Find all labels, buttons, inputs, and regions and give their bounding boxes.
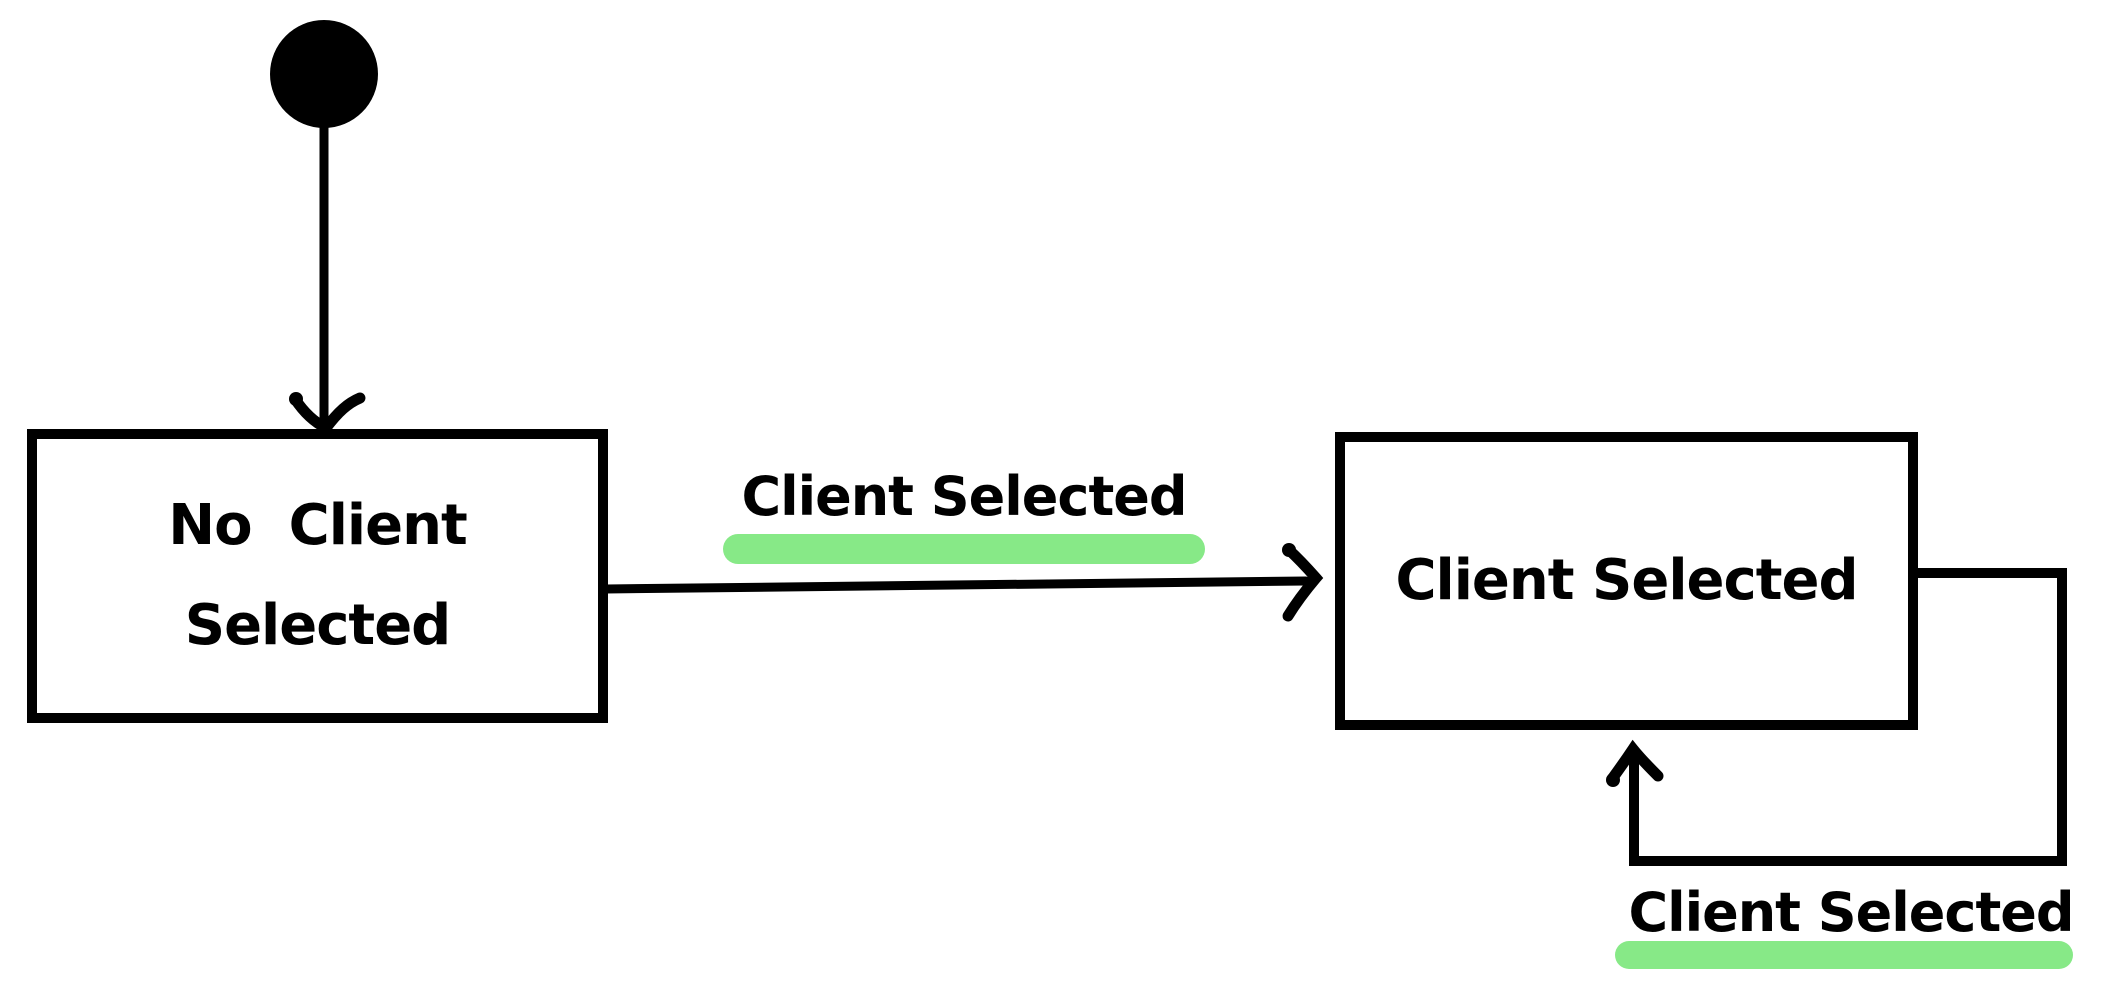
self-loop-arrowhead-icon xyxy=(1606,739,1664,785)
transition-line-select-client xyxy=(601,576,1311,594)
transition-arrowhead-select-client-icon xyxy=(1282,543,1324,622)
transition-label-select-client: Client Selected xyxy=(741,465,1187,528)
label-highlight-self-loop xyxy=(1615,941,2073,969)
label-highlight-select-client xyxy=(723,534,1205,564)
state-box-no-client-selected xyxy=(27,429,608,723)
initial-state-dot xyxy=(270,20,378,128)
state-label-client-selected: Client Selected xyxy=(1395,548,1858,613)
self-loop-line xyxy=(1629,568,2067,866)
state-box-client-selected xyxy=(1335,432,1918,730)
state-label-line: Selected xyxy=(184,593,452,658)
arrowhead-ink-blob xyxy=(1606,773,1620,787)
transition-label-self-loop: Client Selected xyxy=(1628,881,2074,944)
state-label-line: No Client xyxy=(168,493,467,558)
arrowhead-ink-blob xyxy=(289,392,303,406)
state-label-no-client-selected: No Client Selected xyxy=(27,429,608,723)
arrowhead-ink-blob xyxy=(1282,543,1296,557)
